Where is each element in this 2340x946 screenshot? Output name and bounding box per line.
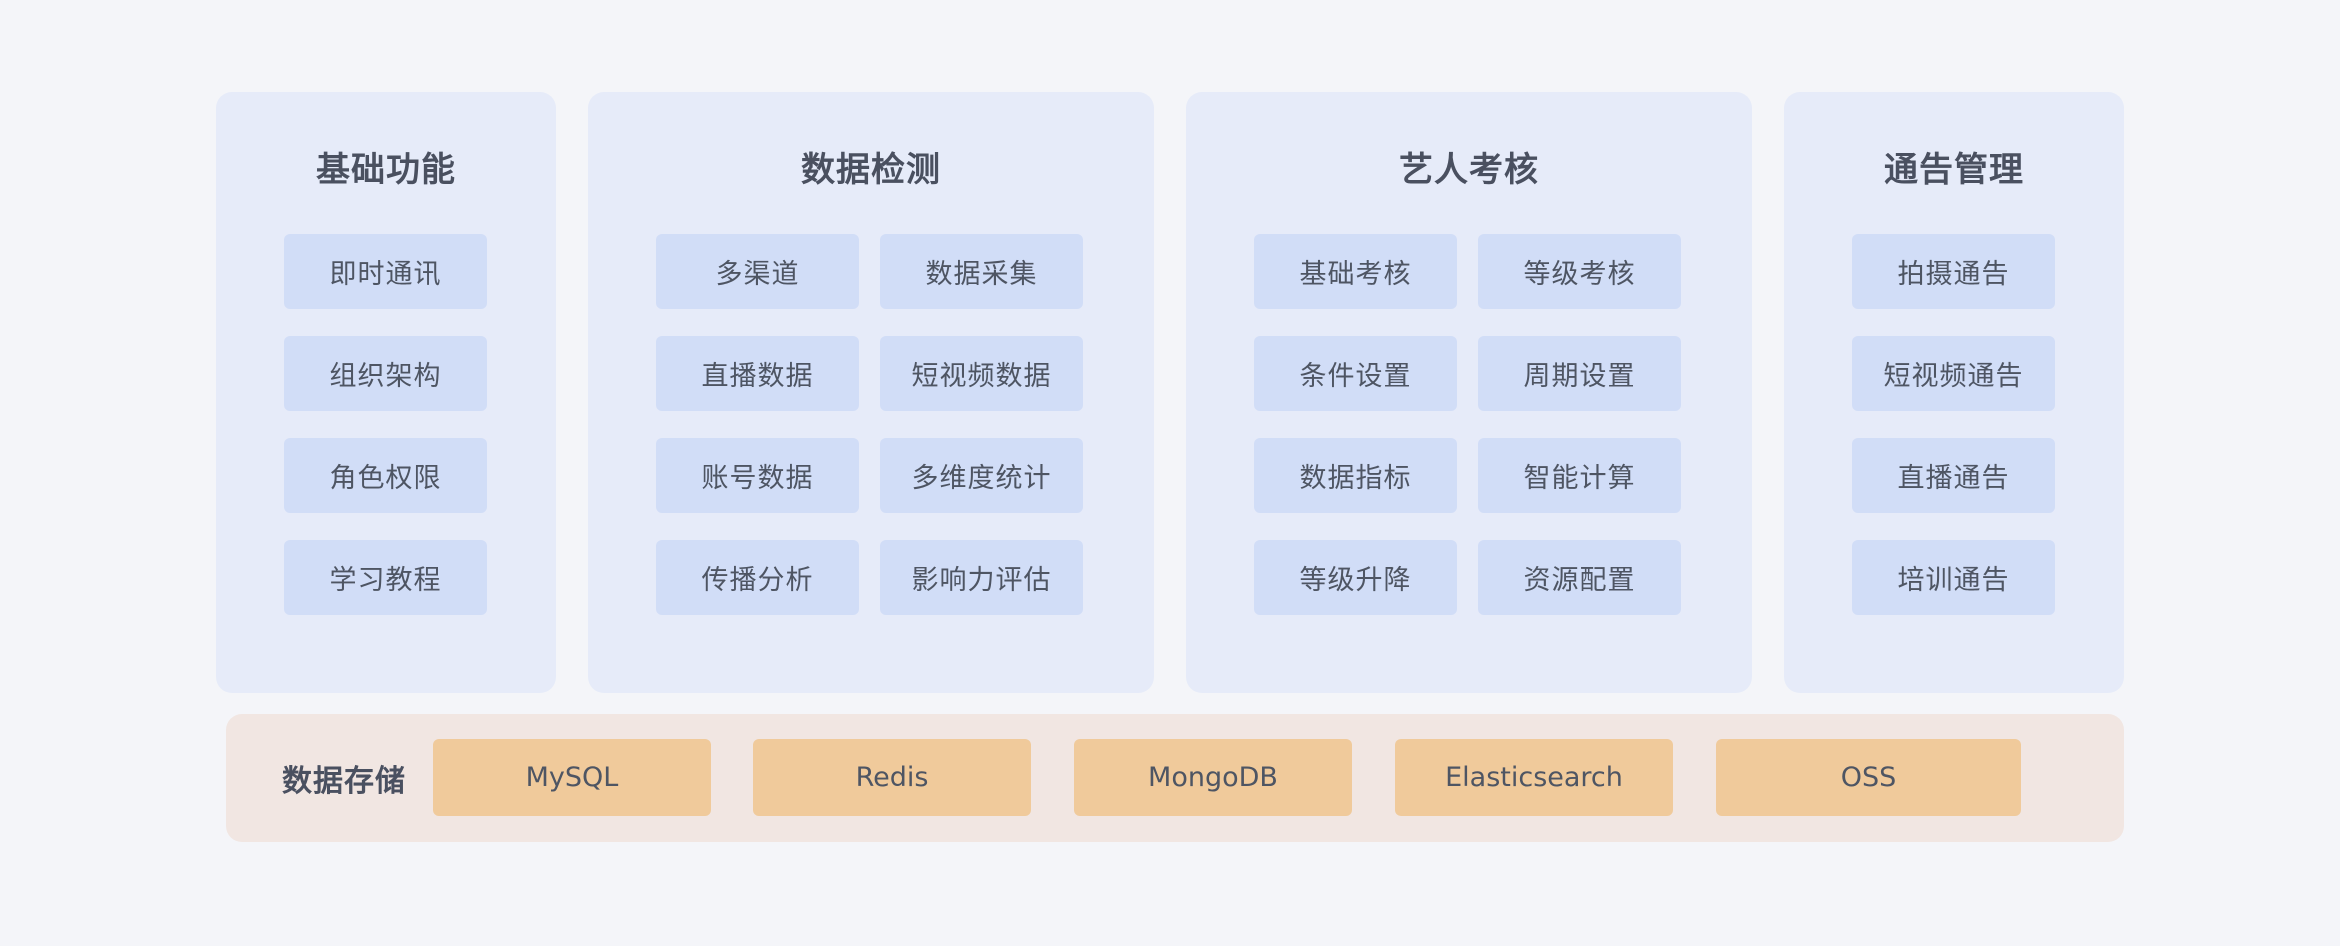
- storage-chip-mysql: MySQL: [433, 739, 711, 816]
- module-chip: 周期设置: [1478, 336, 1681, 411]
- module-chip: 直播通告: [1852, 438, 2055, 513]
- panel-title: 通告管理: [1884, 150, 2024, 190]
- panel-artist-assessment: 艺人考核 基础考核 等级考核 条件设置 周期设置 数据指标 智能计算 等级升降 …: [1186, 92, 1752, 693]
- storage-chip-redis: Redis: [753, 739, 1031, 816]
- module-chip: 学习教程: [284, 540, 487, 615]
- storage-label: 数据存储: [282, 764, 406, 799]
- module-chip: 影响力评估: [880, 540, 1083, 615]
- panel-basic-functions: 基础功能 即时通讯 组织架构 角色权限 学习教程: [216, 92, 556, 693]
- module-chip: 数据采集: [880, 234, 1083, 309]
- module-chip: 培训通告: [1852, 540, 2055, 615]
- storage-chip-elasticsearch: Elasticsearch: [1395, 739, 1673, 816]
- module-chip: 账号数据: [656, 438, 859, 513]
- module-chip: 即时通讯: [284, 234, 487, 309]
- module-chip: 直播数据: [656, 336, 859, 411]
- module-chip: 多渠道: [656, 234, 859, 309]
- module-chip: 基础考核: [1254, 234, 1457, 309]
- module-chip: 拍摄通告: [1852, 234, 2055, 309]
- module-chip: 资源配置: [1478, 540, 1681, 615]
- module-chip: 短视频通告: [1852, 336, 2055, 411]
- panel-title: 艺人考核: [1399, 150, 1539, 190]
- module-chip: 组织架构: [284, 336, 487, 411]
- module-chip: 数据指标: [1254, 438, 1457, 513]
- panel-data-monitoring: 数据检测 多渠道 数据采集 直播数据 短视频数据 账号数据 多维度统计 传播分析…: [588, 92, 1154, 693]
- module-chip: 智能计算: [1478, 438, 1681, 513]
- panel-notice-management: 通告管理 拍摄通告 短视频通告 直播通告 培训通告: [1784, 92, 2124, 693]
- module-chip: 等级升降: [1254, 540, 1457, 615]
- storage-chip-mongodb: MongoDB: [1074, 739, 1352, 816]
- module-chip: 条件设置: [1254, 336, 1457, 411]
- panel-title: 数据检测: [801, 150, 941, 190]
- module-chip: 多维度统计: [880, 438, 1083, 513]
- module-chip: 角色权限: [284, 438, 487, 513]
- panel-title: 基础功能: [316, 150, 456, 190]
- module-chip: 等级考核: [1478, 234, 1681, 309]
- storage-chip-oss: OSS: [1716, 739, 2021, 816]
- data-storage-band: 数据存储 MySQL Redis MongoDB Elasticsearch O…: [226, 714, 2124, 842]
- module-chip: 传播分析: [656, 540, 859, 615]
- module-chip: 短视频数据: [880, 336, 1083, 411]
